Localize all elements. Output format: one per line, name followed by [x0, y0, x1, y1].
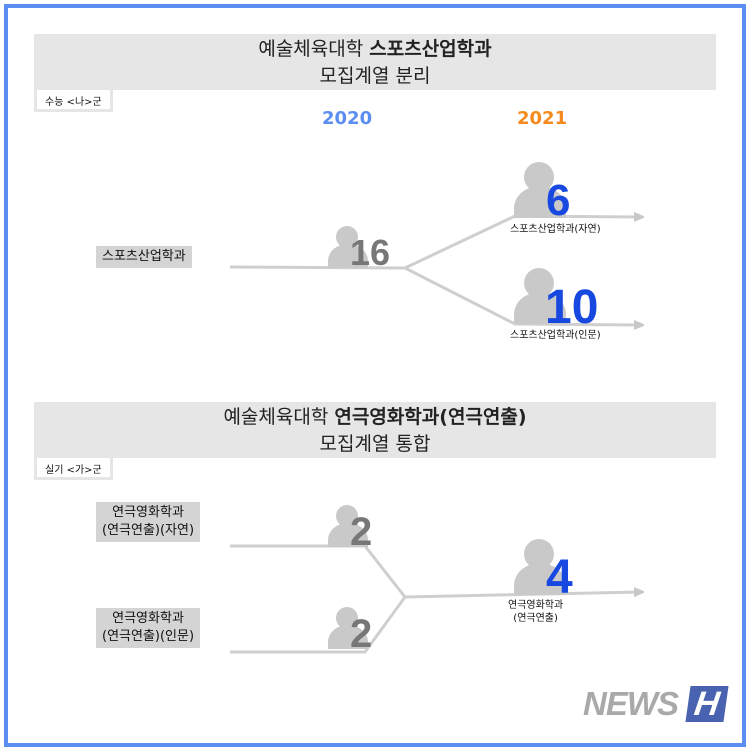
label-line: (연극연출)(자연) [102, 523, 195, 538]
source-label: 스포츠산업학과 [96, 246, 192, 268]
section1-title-bold: 스포츠산업학과 [369, 38, 492, 60]
source-count-natural: 2 [350, 510, 373, 554]
target-label-natural: 스포츠산업학과(자연) [510, 224, 601, 235]
newsh-logo-text: NEWS [583, 685, 679, 722]
section1-title-prefix: 예술체육대학 [258, 38, 370, 60]
section1-banner: 예술체육대학 스포츠산업학과 모집계열 분리 [34, 34, 716, 90]
target-label: 연극영화학과 (연극연출) [508, 599, 563, 625]
section2-subtitle: 모집계열 통합 [319, 433, 431, 455]
section2-title-bold: 연극영화학과(연극연출) [334, 406, 527, 428]
target-count-humanities: 10 [545, 281, 599, 334]
label-line: 연극영화학과 [508, 600, 564, 611]
label-line: (연극연출)(인문) [102, 629, 195, 644]
source-label-natural: 연극영화학과 (연극연출)(자연) [96, 502, 201, 542]
section2-title-prefix: 예술체육대학 [223, 406, 335, 428]
source-count-humanities: 2 [350, 612, 373, 656]
target-label-humanities: 스포츠산업학과(인문) [510, 330, 601, 341]
target-count: 4 [546, 551, 573, 604]
label-line: (연극연출) [513, 613, 558, 624]
label-line: 연극영화학과 [112, 505, 184, 520]
section2-tag: 실기 <가>군 [34, 458, 113, 480]
target-count-natural: 6 [546, 176, 571, 225]
year-2021: 2021 [517, 108, 568, 129]
year-2020: 2020 [322, 108, 373, 129]
section1-subtitle: 모집계열 분리 [319, 65, 431, 87]
source-label-humanities: 연극영화학과 (연극연출)(인문) [96, 608, 201, 648]
source-count: 16 [350, 232, 391, 273]
section2-banner: 예술체육대학 연극영화학과(연극연출) 모집계열 통합 [34, 402, 716, 458]
frame-border [4, 4, 746, 747]
newsh-logo-mark: H [685, 685, 729, 723]
label-line: 연극영화학과 [112, 611, 184, 626]
section1-tag: 수능 <나>군 [34, 90, 113, 112]
